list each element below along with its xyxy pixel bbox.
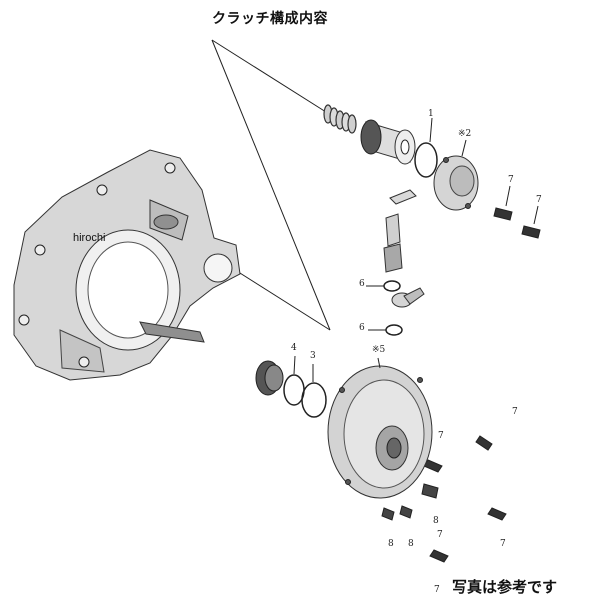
callout-6-upper: 6 <box>359 279 365 289</box>
dowel-pins <box>381 483 439 521</box>
callout-1: 1 <box>428 109 434 119</box>
oil-filter <box>360 119 416 165</box>
callout-3: 3 <box>310 351 316 361</box>
bolts <box>423 207 541 563</box>
callout-2: ※2 <box>458 129 472 139</box>
o-ring-1 <box>414 142 438 178</box>
washer-6-lower <box>385 324 403 336</box>
callout-7-f: 7 <box>437 530 443 540</box>
crankcase-cover <box>13 149 241 381</box>
reference-photo-note: 写真は参考です <box>452 578 558 596</box>
watermark-text: hirochi <box>73 232 106 244</box>
clutch-cover <box>327 365 433 499</box>
oil-line-fittings <box>383 189 417 273</box>
callout-7-b: 7 <box>536 195 542 205</box>
filter-cap <box>433 155 479 211</box>
callout-6-lower: 6 <box>359 323 365 333</box>
spring <box>323 104 357 134</box>
banjo-fitting <box>391 287 425 308</box>
callout-8-a: 8 <box>433 516 439 526</box>
callout-7-c: 7 <box>512 407 518 417</box>
callout-4: 4 <box>291 343 297 353</box>
callout-7-e: 7 <box>500 539 506 549</box>
callout-7-g: 7 <box>434 585 440 595</box>
callout-5: ※5 <box>372 345 386 355</box>
gear-and-rings <box>255 360 327 418</box>
diagram-title: クラッチ構成内容 <box>212 11 328 27</box>
projection-lines <box>211 39 331 331</box>
callout-8-b: 8 <box>388 539 394 549</box>
callout-7-d: 7 <box>438 431 444 441</box>
callout-8-c: 8 <box>408 539 414 549</box>
washer-6-upper <box>383 280 401 292</box>
callout-7-a: 7 <box>508 175 514 185</box>
